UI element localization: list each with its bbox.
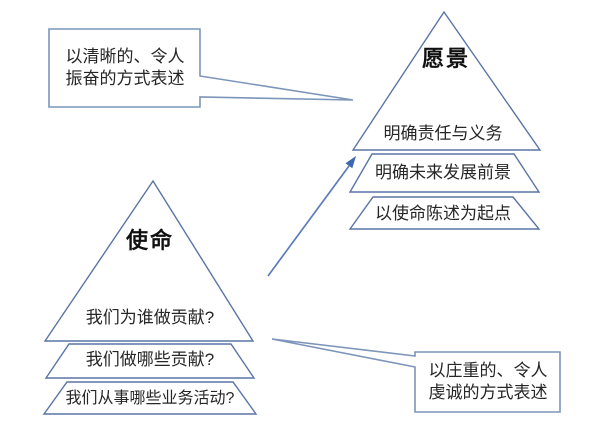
mission-to-vision-arrow-line [267, 165, 350, 277]
vision-pyramid-tier2 [348, 153, 541, 193]
mission-to-vision-arrow-head [345, 156, 356, 169]
mission-pyramid-tier3 [42, 381, 258, 415]
callout-top-left-text: 以清晰的、令人 振奋的方式表述 [54, 46, 196, 90]
callout-top-left-line1: 以清晰的、令人 [65, 47, 185, 66]
callout-bottom-right-line2: 虔诚的方式表述 [428, 383, 548, 402]
vision-pyramid-tier1 [351, 10, 542, 151]
vision-layer-1: 明确责任与义务 [383, 124, 503, 143]
callout-bottom-right-text: 以庄重的、令人 虔诚的方式表述 [417, 360, 559, 404]
vision-title: 愿景 [421, 46, 470, 71]
vision-layer-3: 以使命陈述为起点 [375, 204, 511, 223]
mission-layer-3: 我们从事哪些业务活动? [65, 390, 235, 407]
mission-pyramid-tier2 [44, 343, 256, 379]
callout-top-left-line2: 振奋的方式表述 [65, 69, 185, 88]
mission-layer-2: 我们做哪些贡献? [85, 350, 215, 369]
vision-layer-2: 明确未来发展前景 [375, 163, 511, 182]
callout-bottom-right-line1: 以庄重的、令人 [428, 361, 548, 380]
callout-top-left-bubble [48, 28, 354, 108]
mission-layer-1: 我们为谁做贡献? [85, 308, 215, 327]
mission-title: 使命 [125, 228, 174, 253]
vision-pyramid-tier3 [348, 196, 541, 230]
mission-pyramid-tier1 [43, 179, 255, 342]
callout-bottom-right-bubble [271, 338, 561, 413]
